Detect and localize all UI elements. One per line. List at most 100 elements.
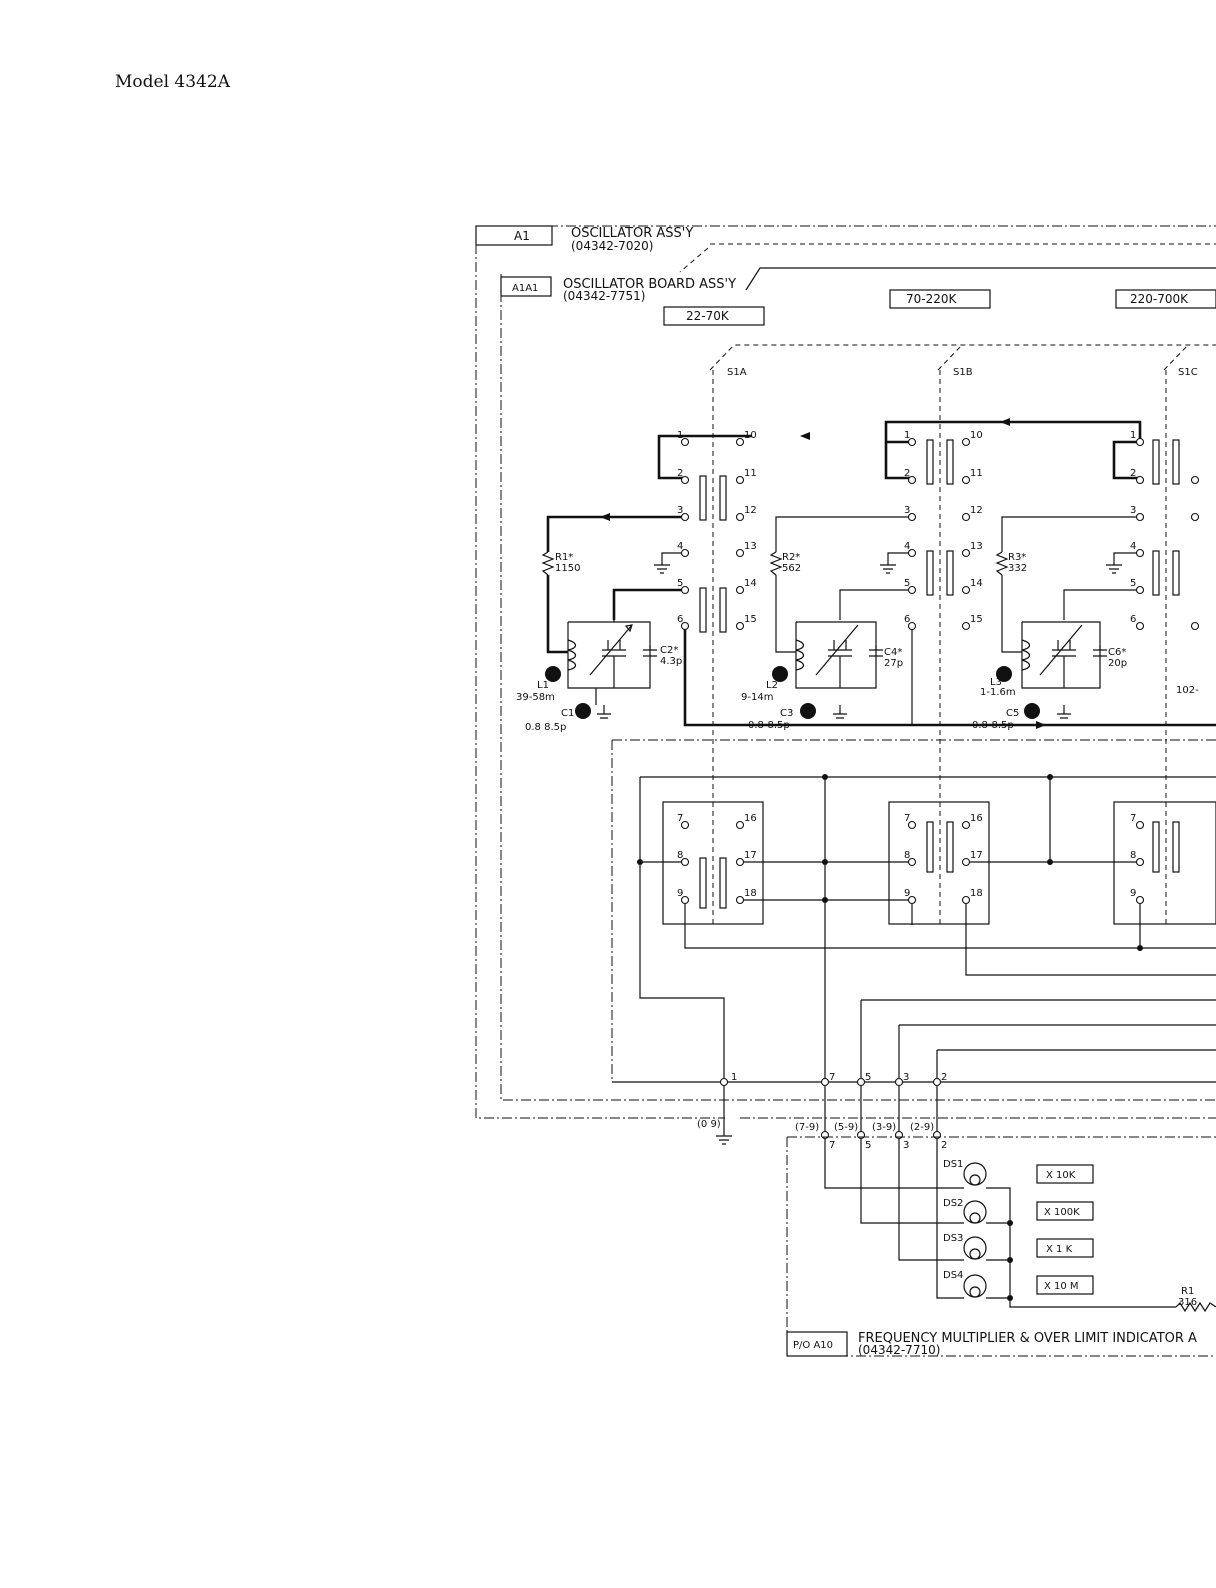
s1a-term-15: 15 xyxy=(744,614,757,625)
c3-ref: C3 xyxy=(780,708,793,719)
s1c-term-4: 4 xyxy=(1130,541,1136,552)
s1b-term-4: 4 xyxy=(904,541,910,552)
deck3-term-7: 7 xyxy=(1130,813,1136,824)
section-s1c xyxy=(995,437,1200,719)
a10-r1-value: 316 xyxy=(1178,1297,1197,1308)
r3-ref: R3* xyxy=(1008,552,1026,563)
ds1-label: X 10K xyxy=(1046,1170,1076,1181)
s1c-term-1: 1 xyxy=(1130,430,1136,441)
r3-value: 332 xyxy=(1008,563,1027,574)
r1-ref: R1* xyxy=(555,552,573,563)
s1b-term-15: 15 xyxy=(970,614,983,625)
deck2-term-7: 7 xyxy=(904,813,910,824)
s1a-term-13: 13 xyxy=(744,541,757,552)
c6-value: 20p xyxy=(1108,658,1127,669)
a1-name: OSCILLATOR ASS'Y xyxy=(571,226,693,241)
r2-value: 562 xyxy=(782,563,801,574)
conn-label-3: (3-9) xyxy=(872,1122,896,1133)
a1-ref: A1 xyxy=(514,229,530,243)
switch-shafts xyxy=(709,344,1216,925)
a10-part: (04342-7710) xyxy=(858,1343,940,1357)
conn-label-0: (0 9) xyxy=(697,1119,721,1130)
pin-lower-7: 7 xyxy=(829,1140,835,1151)
indicator-box-4 xyxy=(1036,1275,1094,1295)
s1b-term-6: 6 xyxy=(904,614,910,625)
deck3-term-9: 9 xyxy=(1130,888,1136,899)
pin-lower-5: 5 xyxy=(865,1140,871,1151)
c5-value: 0.8-8.5p xyxy=(972,720,1014,731)
s1b-term-11: 11 xyxy=(970,468,983,479)
s1a-term-3: 3 xyxy=(677,505,683,516)
c4-ref: C4* xyxy=(884,647,902,658)
indicator-box-3 xyxy=(1036,1238,1094,1258)
s1c-term-6: 6 xyxy=(1130,614,1136,625)
ds1-ref: DS1 xyxy=(943,1159,963,1170)
range-box-3 xyxy=(1115,289,1216,309)
ds4-ref: DS4 xyxy=(943,1270,963,1281)
s1c-term-5: 5 xyxy=(1130,578,1136,589)
s1b-term-5: 5 xyxy=(904,578,910,589)
pin-5: 5 xyxy=(865,1072,871,1083)
section-s1b xyxy=(769,420,1142,725)
range-label-3: 220-700K xyxy=(1130,292,1189,306)
deck2-term-18: 18 xyxy=(970,888,983,899)
a1-part: (04342-7020) xyxy=(571,239,653,253)
a10-ref: P/O A10 xyxy=(793,1340,833,1351)
s1b-term-2: 2 xyxy=(904,468,910,479)
r2-ref: R2* xyxy=(782,552,800,563)
a1a1-part: (04342-7751) xyxy=(563,289,645,303)
a10-assembly xyxy=(786,1136,1216,1357)
conn-label-4: (2-9) xyxy=(910,1122,934,1133)
deck1-term-7: 7 xyxy=(677,813,683,824)
l3-ref: L3 xyxy=(990,677,1002,688)
pin-7: 7 xyxy=(829,1072,835,1083)
s1b-term-1: 1 xyxy=(904,430,910,441)
a1a1-name: OSCILLATOR BOARD ASS'Y xyxy=(563,277,736,292)
ds3-label: X 1 K xyxy=(1046,1244,1073,1255)
lower-switch-decks xyxy=(611,739,1216,1083)
a1a1-label-box xyxy=(500,276,552,297)
range-label-2: 70-220K xyxy=(906,292,958,306)
c2-ref: C2* xyxy=(660,645,678,656)
c1-value: 0.8 8.5p xyxy=(525,722,566,733)
deck2-term-17: 17 xyxy=(970,850,983,861)
s1b-term-3: 3 xyxy=(904,505,910,516)
ds2-ref: DS2 xyxy=(943,1198,963,1209)
s1a-term-6: 6 xyxy=(677,614,683,625)
range-box-1 xyxy=(663,306,765,326)
ds2-label: X 100K xyxy=(1044,1207,1080,1218)
c4-value: 27p xyxy=(884,658,903,669)
pin-3: 3 xyxy=(903,1072,909,1083)
deck2-term-9: 9 xyxy=(904,888,910,899)
page-header: Model 4342A xyxy=(115,72,230,92)
deck1-term-18: 18 xyxy=(744,888,757,899)
conn-label-2: (5-9) xyxy=(834,1122,858,1133)
deck1-term-8: 8 xyxy=(677,850,683,861)
s1b-term-14: 14 xyxy=(970,578,983,589)
c6-ref: C6* xyxy=(1108,647,1126,658)
ds3-ref: DS3 xyxy=(943,1233,963,1244)
a1a1-ref: A1A1 xyxy=(512,283,538,294)
s1b-term-12: 12 xyxy=(970,505,983,516)
pin-lower-2: 2 xyxy=(941,1140,947,1151)
deck1-term-9: 9 xyxy=(677,888,683,899)
s1b-term-10: 10 xyxy=(970,430,983,441)
c3-value: 0.8-8.5p xyxy=(748,720,790,731)
s1a-term-1: 1 xyxy=(677,430,683,441)
deck1-term-16: 16 xyxy=(744,813,757,824)
switch-label-s1c: S1C xyxy=(1178,367,1198,378)
l2-ref: L2 xyxy=(766,680,778,691)
conn-label-1: (7-9) xyxy=(795,1122,819,1133)
s1b-term-13: 13 xyxy=(970,541,983,552)
c5-ref: C5 xyxy=(1006,708,1019,719)
range-label-1: 22-70K xyxy=(686,309,730,323)
s1c-term-2: 2 xyxy=(1130,468,1136,479)
pin-lower-3: 3 xyxy=(903,1140,909,1151)
indicator-box-1 xyxy=(1036,1164,1094,1184)
connector xyxy=(716,1077,942,1145)
pin-2: 2 xyxy=(941,1072,947,1083)
a10-r1-ref: R1 xyxy=(1181,1286,1194,1297)
section-s1a xyxy=(541,434,1216,727)
s1a-term-11: 11 xyxy=(744,468,757,479)
